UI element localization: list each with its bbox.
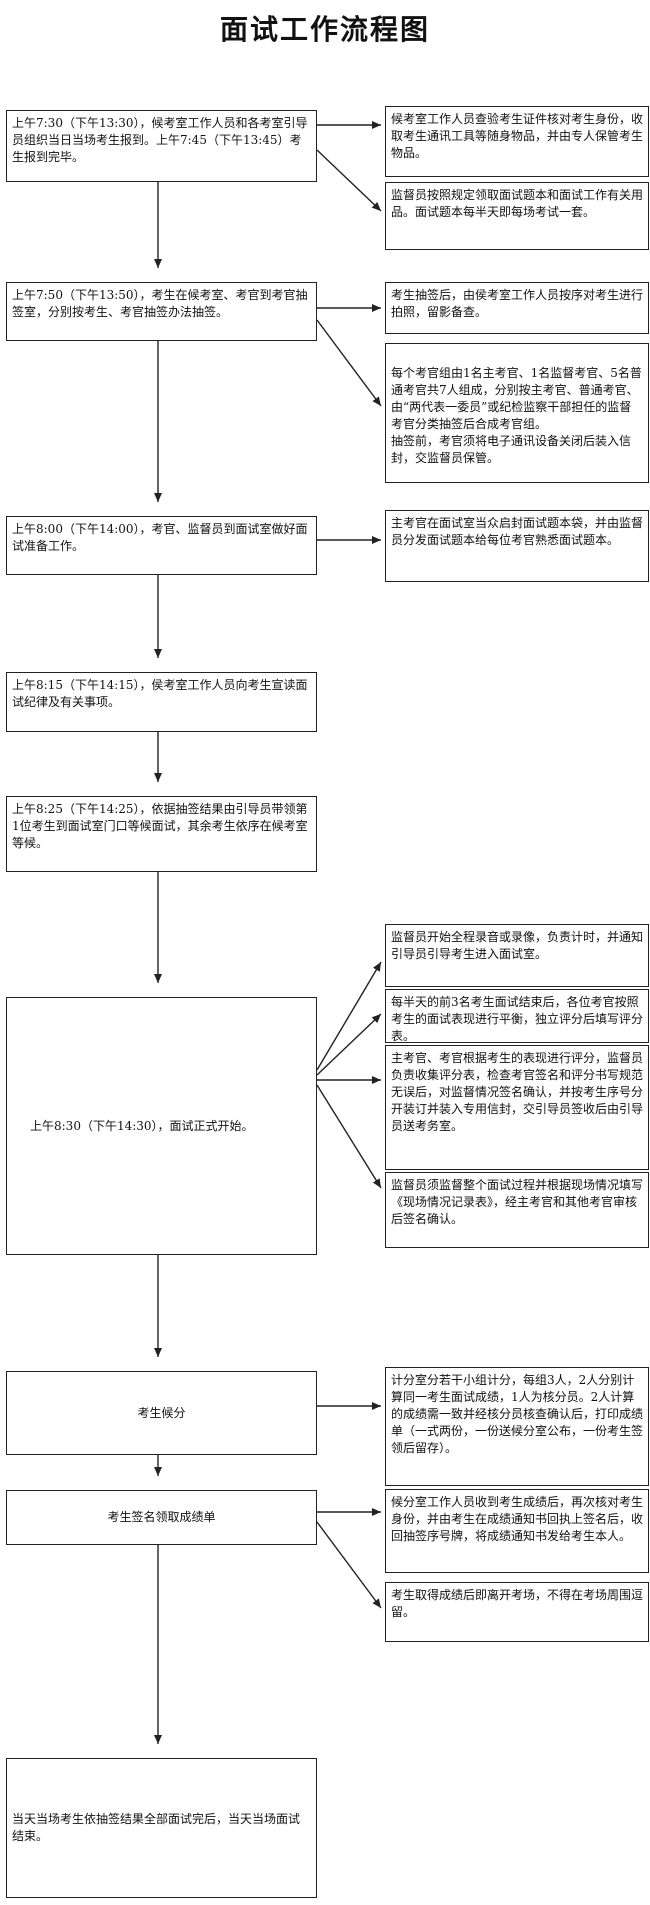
side-arrow: [316, 1013, 382, 1076]
note-leave: 考生取得成绩后即离开考场，不得在考场周围逗留。: [385, 1582, 649, 1642]
page-title: 面试工作流程图: [219, 13, 430, 46]
note-text: 监督员开始全程录音或录像，负责计时，并通知引导员引导考生进入面试室。: [391, 930, 644, 961]
note-photo: 考生抽签后，由侯考室工作人员按序对考生进行拍照，留影备查。: [385, 282, 649, 334]
note-supervise: 监督员须监督整个面试过程并根据现场情况填写《现场情况记录表》，经主考官和其他考官…: [385, 1172, 649, 1248]
flow-step-text: 上午8:15（下午14:15），侯考室工作人员向考生宣读面试纪律及有关事项。: [12, 678, 308, 709]
flow-step-discipline: 上午8:15（下午14:15），侯考室工作人员向考生宣读面试纪律及有关事项。: [6, 672, 317, 732]
note-score-calc: 计分室分若干小组计分，每组3人，2人分别计算同一考生面试成绩，1人为核分员。2人…: [385, 1367, 649, 1486]
note-text: 考生抽签后，由侯考室工作人员按序对考生进行拍照，留影备查。: [391, 288, 644, 319]
flow-step-prepare: 上午8:00（下午14:00），考官、监督员到面试室做好面试准备工作。: [6, 516, 317, 575]
flow-step-await-score: 考生候分: [6, 1371, 317, 1455]
note-text: 主考官、考官根据考生的表现进行评分，监督员负责收集评分表，检查考官签名和评分书写…: [391, 1051, 644, 1133]
flow-step-text: 考生签名领取成绩单: [107, 1510, 216, 1524]
note-text: 监督员须监督整个面试过程并根据现场情况填写《现场情况记录表》，经主考官和其他考官…: [391, 1178, 644, 1226]
side-arrow: [316, 319, 382, 407]
side-arrow: [316, 1084, 382, 1189]
flow-step-end: 当天当场考生依抽签结果全部面试完后，当天当场面试结束。: [6, 1758, 317, 1898]
note-text: 候考室工作人员查验考生证件核对考生身份，收取考生通讯工具等随身物品，并由专人保管…: [391, 112, 644, 160]
flow-step-text: 上午8:25（下午14:25），依据抽签结果由引导员带领第1位考生到面试室门口等…: [12, 802, 308, 850]
note-text: 每个考官组由1名主考官、1名监督考官、5名普通考官共7人组成，分别按主考官、普通…: [391, 366, 642, 465]
note-verify-identity: 候考室工作人员查验考生证件核对考生身份，收取考生通讯工具等随身物品，并由专人保管…: [385, 106, 649, 177]
flow-step-collect-report: 考生签名领取成绩单: [6, 1490, 317, 1545]
note-examiner-group: 每个考官组由1名主考官、1名监督考官、5名普通考官共7人组成，分别按主考官、普通…: [385, 343, 649, 483]
note-text: 考生取得成绩后即离开考场，不得在考场周围逗留。: [391, 1588, 644, 1619]
flow-step-text: 考生候分: [137, 1405, 186, 1420]
note-scoring: 主考官、考官根据考生的表现进行评分，监督员负责收集评分表，检查考官签名和评分书写…: [385, 1045, 649, 1170]
note-text: 每半天的前3名考生面试结束后，各位考官按照考生的面试表现进行平衡，独立评分后填写…: [391, 995, 644, 1043]
note-text: 计分室分若干小组计分，每组3人，2人分别计算同一考生面试成绩，1人为核分员。2人…: [391, 1373, 644, 1455]
note-collect-papers: 监督员按照规定领取面试题本和面试工作有关用品。面试题本每半天即每场考试一套。: [385, 182, 649, 250]
note-record: 监督员开始全程录音或录像，负责计时，并通知引导员引导考生进入面试室。: [385, 924, 649, 987]
note-text: 主考官在面试室当众启封面试题本袋，并由监督员分发面试题本给每位考官熟悉面试题本。: [391, 516, 644, 547]
flow-step-text: 上午7:50（下午13:50），考生在候考室、考官到考官抽签室，分别按考生、考官…: [12, 288, 308, 319]
side-arrow: [316, 149, 382, 212]
side-arrow: [316, 1521, 382, 1609]
side-arrow: [316, 961, 382, 1071]
note-balance: 每半天的前3名考生面试结束后，各位考官按照考生的面试表现进行平衡，独立评分后填写…: [385, 989, 649, 1043]
flow-step-lead-candidate: 上午8:25（下午14:25），依据抽签结果由引导员带领第1位考生到面试室门口等…: [6, 796, 317, 872]
flow-step-text: 上午8:00（下午14:00），考官、监督员到面试室做好面试准备工作。: [12, 522, 308, 553]
flow-step-checkin: 上午7:30（下午13:30），候考室工作人员和各考室引导员组织当日当场考生报到…: [6, 110, 317, 182]
flow-step-text: 上午7:30（下午13:30），候考室工作人员和各考室引导员组织当日当场考生报到…: [12, 116, 308, 164]
flow-step-text: 上午8:30（下午14:30），面试正式开始。: [30, 1118, 254, 1133]
note-text: 监督员按照规定领取面试题本和面试工作有关用品。面试题本每半天即每场考试一套。: [391, 188, 644, 219]
note-report-card: 候分室工作人员收到考生成绩后，再次核对考生身份，并由考生在成绩通知书回执上签名后…: [385, 1489, 649, 1573]
flow-step-text: 当天当场考生依抽签结果全部面试完后，当天当场面试结束。: [12, 1812, 301, 1843]
note-text: 候分室工作人员收到考生成绩后，再次核对考生身份，并由考生在成绩通知书回执上签名后…: [391, 1495, 644, 1543]
flow-step-interview-start: 上午8:30（下午14:30），面试正式开始。: [6, 997, 317, 1255]
flow-step-draw-lots: 上午7:50（下午13:50），考生在候考室、考官到考官抽签室，分别按考生、考官…: [6, 282, 317, 341]
note-open-papers: 主考官在面试室当众启封面试题本袋，并由监督员分发面试题本给每位考官熟悉面试题本。: [385, 510, 649, 582]
